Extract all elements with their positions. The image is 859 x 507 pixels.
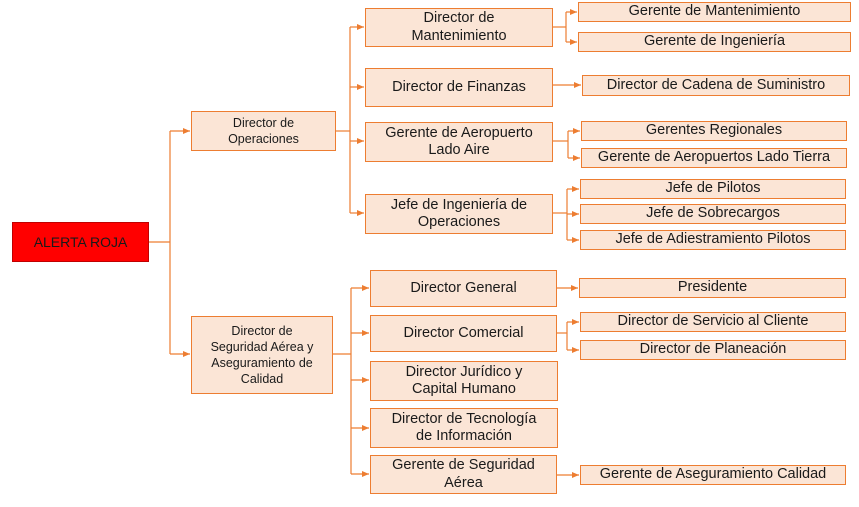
- node-jefe-pilotos[interactable]: Jefe de Pilotos: [580, 179, 846, 199]
- node-director-seguridad-calidad[interactable]: Director de Seguridad Aérea y Aseguramie…: [191, 316, 333, 394]
- node-gerente-aeropuerto-lado-aire[interactable]: Gerente de Aeropuerto Lado Aire: [365, 122, 553, 162]
- node-director-general[interactable]: Director General: [370, 270, 557, 307]
- node-director-cadena-suministro[interactable]: Director de Cadena de Suministro: [582, 75, 850, 96]
- node-gerente-ingenieria[interactable]: Gerente de Ingeniería: [578, 32, 851, 52]
- node-director-operaciones[interactable]: Director de Operaciones: [191, 111, 336, 151]
- node-director-comercial[interactable]: Director Comercial: [370, 315, 557, 352]
- node-director-juridico[interactable]: Director Jurídico y Capital Humano: [370, 361, 558, 401]
- node-jefe-adiestramiento-pilotos[interactable]: Jefe de Adiestramiento Pilotos: [580, 230, 846, 250]
- node-director-planeacion[interactable]: Director de Planeación: [580, 340, 846, 360]
- node-jefe-ingenieria-operaciones[interactable]: Jefe de Ingeniería de Operaciones: [365, 194, 553, 234]
- node-director-mantenimiento[interactable]: Director de Mantenimiento: [365, 8, 553, 47]
- node-director-finanzas[interactable]: Director de Finanzas: [365, 68, 553, 107]
- node-jefe-sobrecargos[interactable]: Jefe de Sobrecargos: [580, 204, 846, 224]
- node-gerente-aeropuertos-lado-tierra[interactable]: Gerente de Aeropuertos Lado Tierra: [581, 148, 847, 168]
- node-presidente[interactable]: Presidente: [579, 278, 846, 298]
- node-alerta-roja[interactable]: ALERTA ROJA: [12, 222, 149, 262]
- node-gerentes-regionales[interactable]: Gerentes Regionales: [581, 121, 847, 141]
- node-director-tecnologia[interactable]: Director de Tecnología de Información: [370, 408, 558, 448]
- node-gerente-mantenimiento[interactable]: Gerente de Mantenimiento: [578, 2, 851, 22]
- node-gerente-seguridad-aerea[interactable]: Gerente de Seguridad Aérea: [370, 455, 557, 494]
- node-gerente-aseguramiento-calidad[interactable]: Gerente de Aseguramiento Calidad: [580, 465, 846, 485]
- node-director-servicio-cliente[interactable]: Director de Servicio al Cliente: [580, 312, 846, 332]
